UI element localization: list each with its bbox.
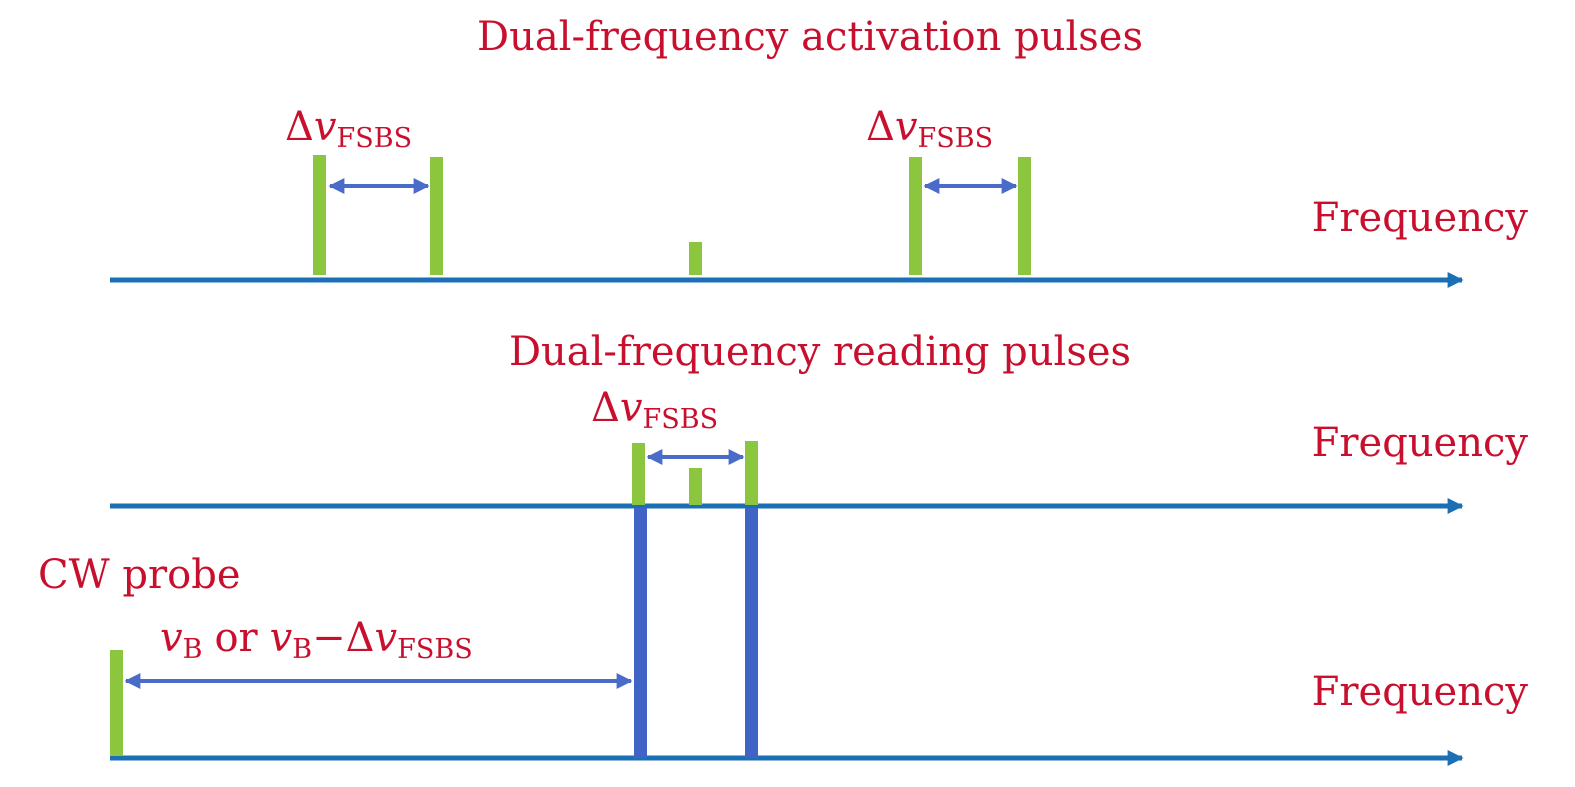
activation-panel: Dual-frequency activation pulses Frequen… bbox=[110, 14, 1529, 289]
reading-axis-label: Frequency bbox=[1312, 420, 1529, 466]
reading-pulse-1 bbox=[632, 443, 645, 505]
probe-axis-label: Frequency bbox=[1312, 669, 1529, 715]
probe-title: CW probe bbox=[38, 552, 241, 598]
cw-probe-line bbox=[110, 650, 123, 756]
activation-pulse-left-1 bbox=[313, 155, 326, 275]
activation-title: Dual-frequency activation pulses bbox=[477, 14, 1143, 60]
activation-pulse-right-1 bbox=[909, 157, 922, 275]
activation-center-pulse bbox=[689, 242, 702, 275]
probe-sideband-2 bbox=[745, 508, 758, 758]
probe-sideband-1 bbox=[634, 508, 647, 758]
activation-pulse-left-2 bbox=[430, 157, 443, 275]
activation-axis-label: Frequency bbox=[1312, 195, 1529, 241]
reading-title: Dual-frequency reading pulses bbox=[509, 329, 1131, 375]
activation-pulse-right-2 bbox=[1018, 157, 1031, 275]
reading-panel: Dual-frequency reading pulses Frequency … bbox=[110, 329, 1529, 515]
activation-right-spacing-label: ΔvFSBS bbox=[866, 104, 993, 154]
activation-left-spacing-label: ΔvFSBS bbox=[285, 104, 412, 154]
reading-pulse-2 bbox=[745, 441, 758, 505]
reading-center-pulse bbox=[689, 468, 702, 505]
reading-spacing-label: ΔvFSBS bbox=[591, 385, 718, 435]
